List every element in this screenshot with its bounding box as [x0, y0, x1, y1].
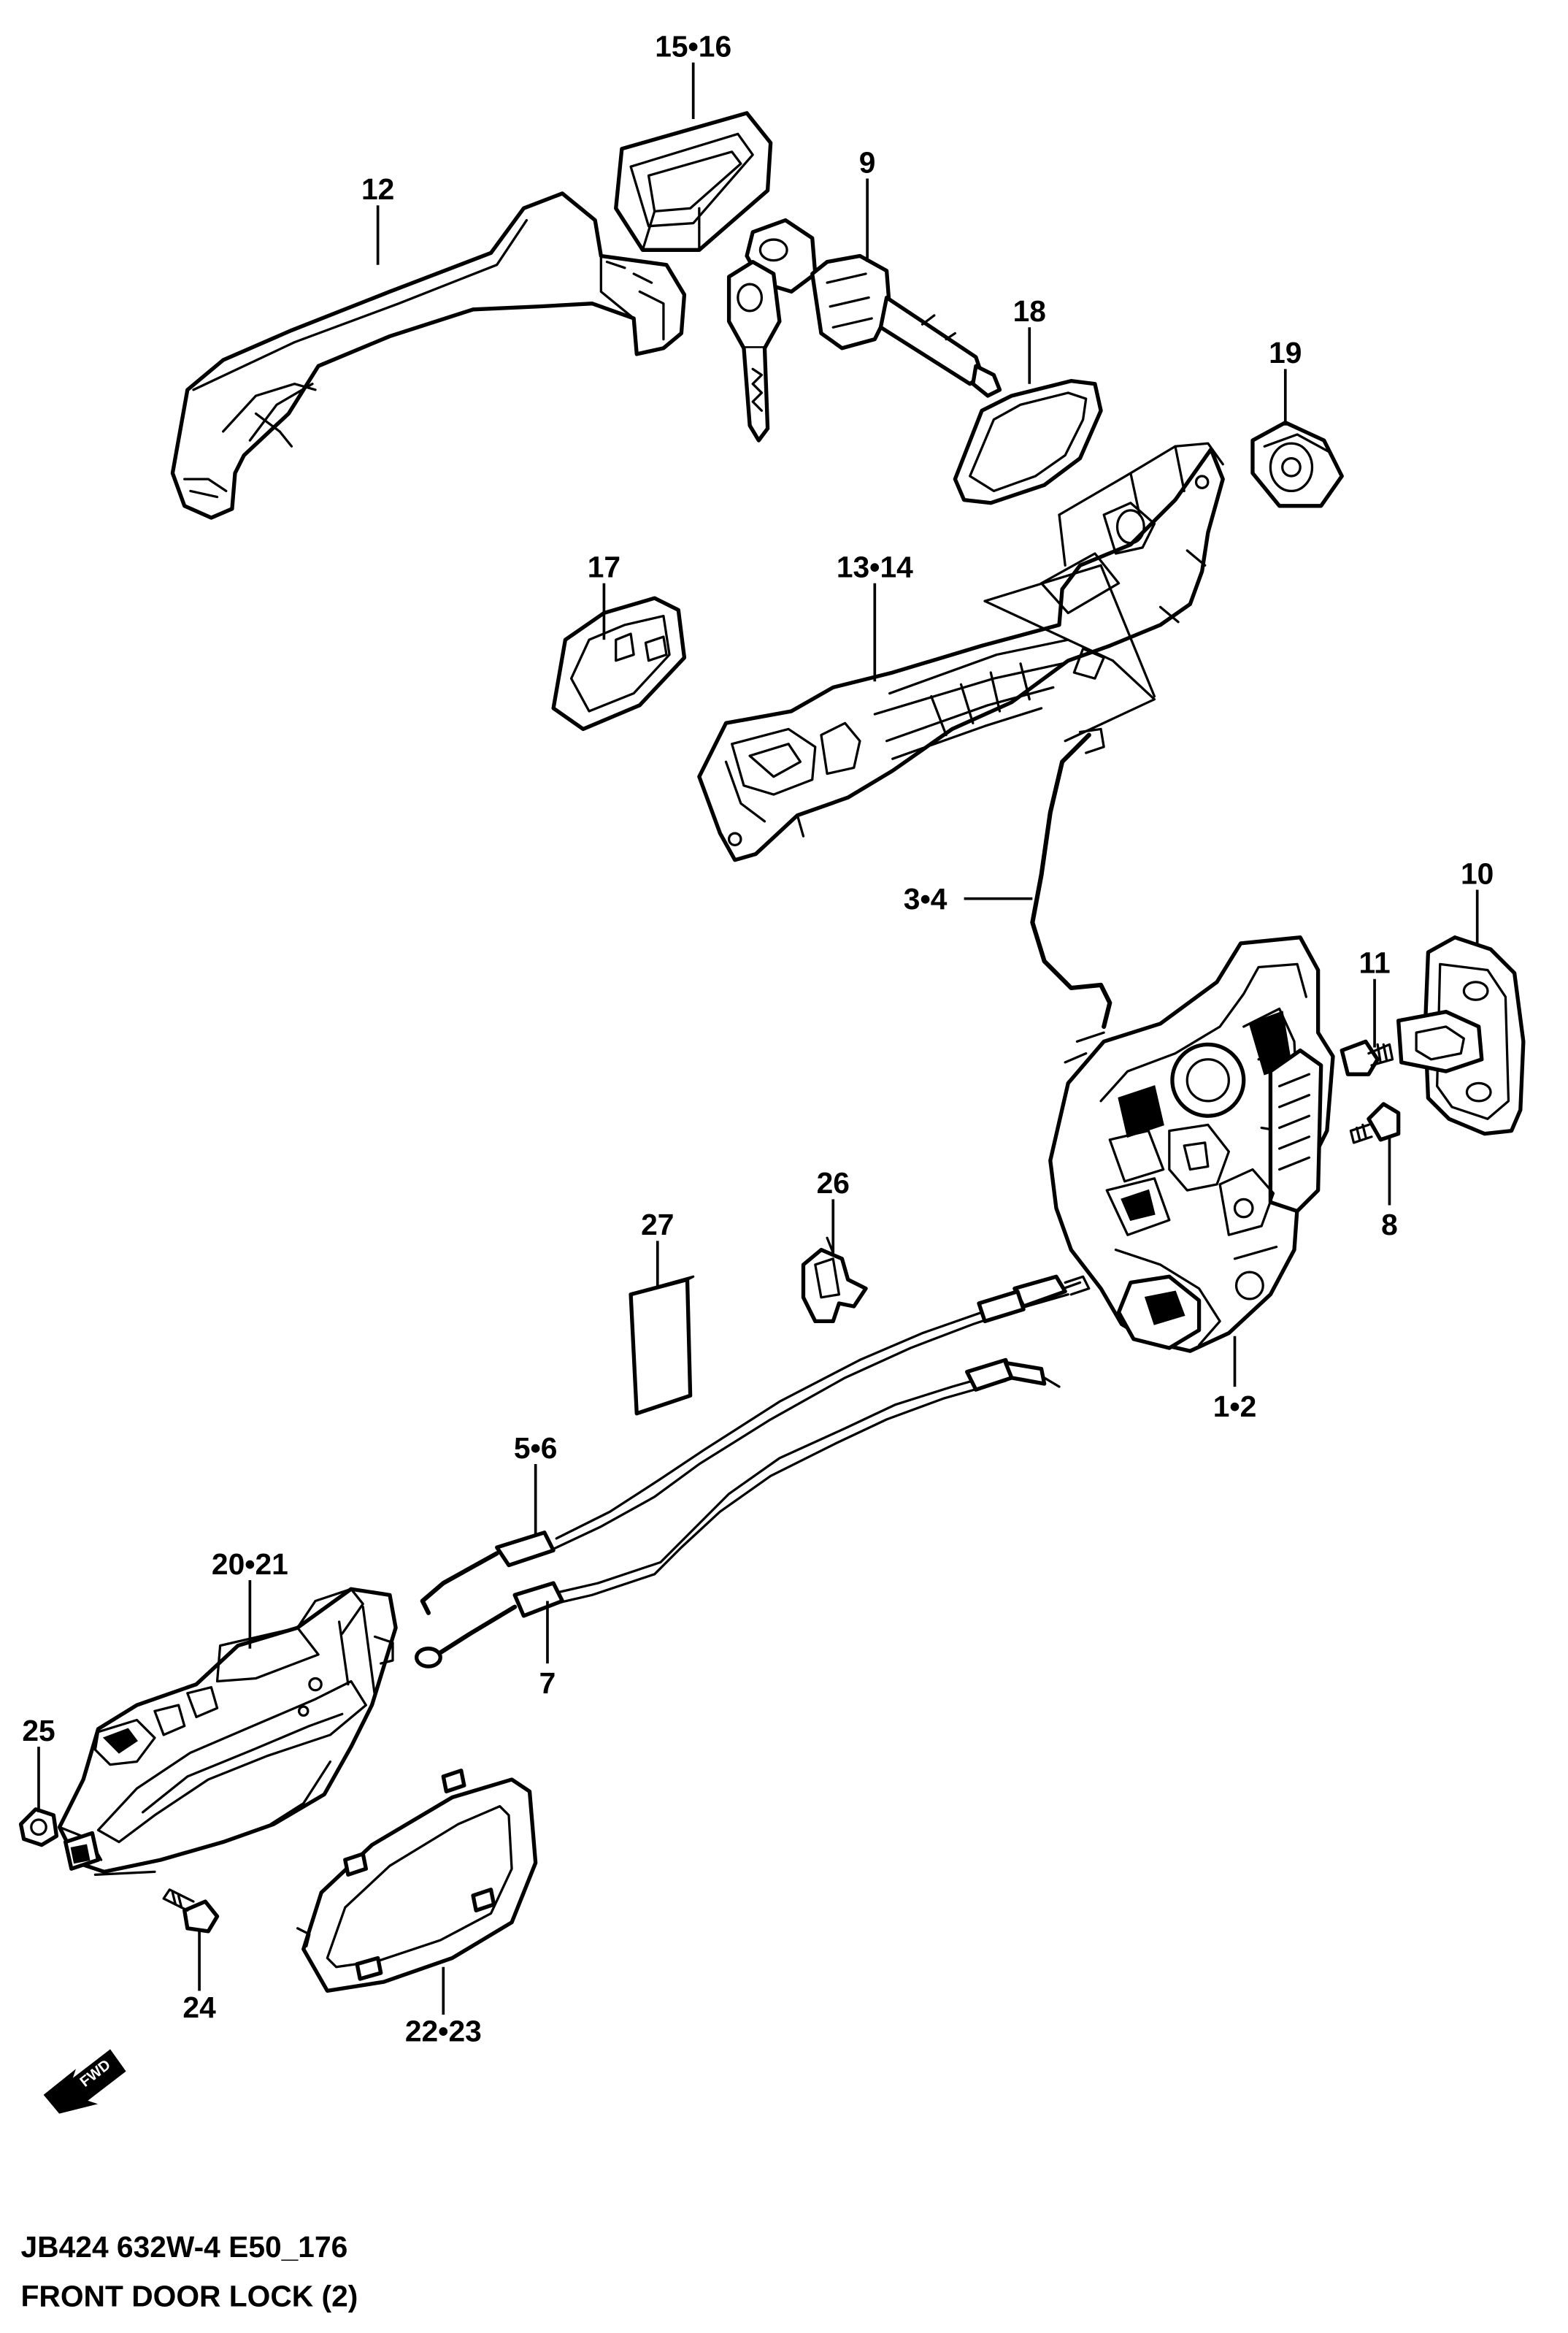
assembly-guide-box [983, 564, 1156, 743]
leader-lines [37, 62, 1479, 2015]
callout-25: 25 [22, 1714, 55, 1747]
callout-19: 19 [1269, 336, 1302, 369]
callout-24: 24 [182, 1991, 216, 2024]
part-18-gasket [953, 378, 1103, 505]
part-11-bolt [1340, 1039, 1394, 1076]
part-26-clip [801, 1236, 868, 1324]
callout-1-2: 1•2 [1213, 1390, 1257, 1423]
callout-10: 10 [1461, 857, 1494, 890]
part-27-pad [629, 1275, 695, 1416]
callout-11: 11 [1359, 946, 1391, 980]
callout-7: 7 [539, 1666, 556, 1700]
part-9-key-cylinder [726, 218, 1002, 443]
caption-title: FRONT DOOR LOCK (2) [21, 2279, 358, 2313]
part-10-striker [1396, 935, 1526, 1136]
callout-12: 12 [361, 172, 394, 206]
callout-18: 18 [1013, 294, 1046, 328]
part-25-nut [18, 1807, 59, 1847]
callout-22-23: 22•23 [405, 2015, 482, 2048]
part-19-grommet [1250, 421, 1344, 508]
callout-17: 17 [588, 551, 620, 584]
callout-20-21: 20•21 [212, 1547, 288, 1581]
part-17-pad [551, 596, 687, 732]
callout-26: 26 [817, 1166, 850, 1200]
callout-9: 9 [859, 145, 876, 179]
fwd-arrow-icon: FWD [43, 2049, 126, 2114]
part-12-outside-handle [170, 191, 687, 520]
callout-5-6: 5•6 [514, 1431, 558, 1465]
callout-3-4: 3•4 [904, 882, 948, 916]
callout-8: 8 [1381, 1208, 1398, 1241]
part-22-23-inside-bezel [296, 1769, 538, 1993]
part-8-screw [1349, 1102, 1401, 1144]
part-20-21-inside-handle [57, 1587, 398, 1877]
part-3-4-rod [1030, 727, 1112, 1030]
callout-labels: 15•16 12 9 18 19 17 13•14 3•4 10 11 8 26… [22, 29, 1494, 2047]
callout-13-14: 13•14 [837, 551, 913, 584]
part-1-2-door-lock [1048, 935, 1335, 1353]
callout-27: 27 [641, 1208, 674, 1241]
part-13-14-handle-frame [697, 442, 1225, 862]
part-15-16-handle-bezel [614, 111, 773, 252]
diagram-caption: JB424 632W-4 E50_176 FRONT DOOR LOCK (2) [21, 2230, 358, 2313]
part-24-screw [162, 1888, 220, 1934]
caption-code: JB424 632W-4 E50_176 [21, 2230, 348, 2264]
part-5-6-7-cables [414, 1274, 1091, 1669]
callout-15-16: 15•16 [655, 29, 731, 63]
